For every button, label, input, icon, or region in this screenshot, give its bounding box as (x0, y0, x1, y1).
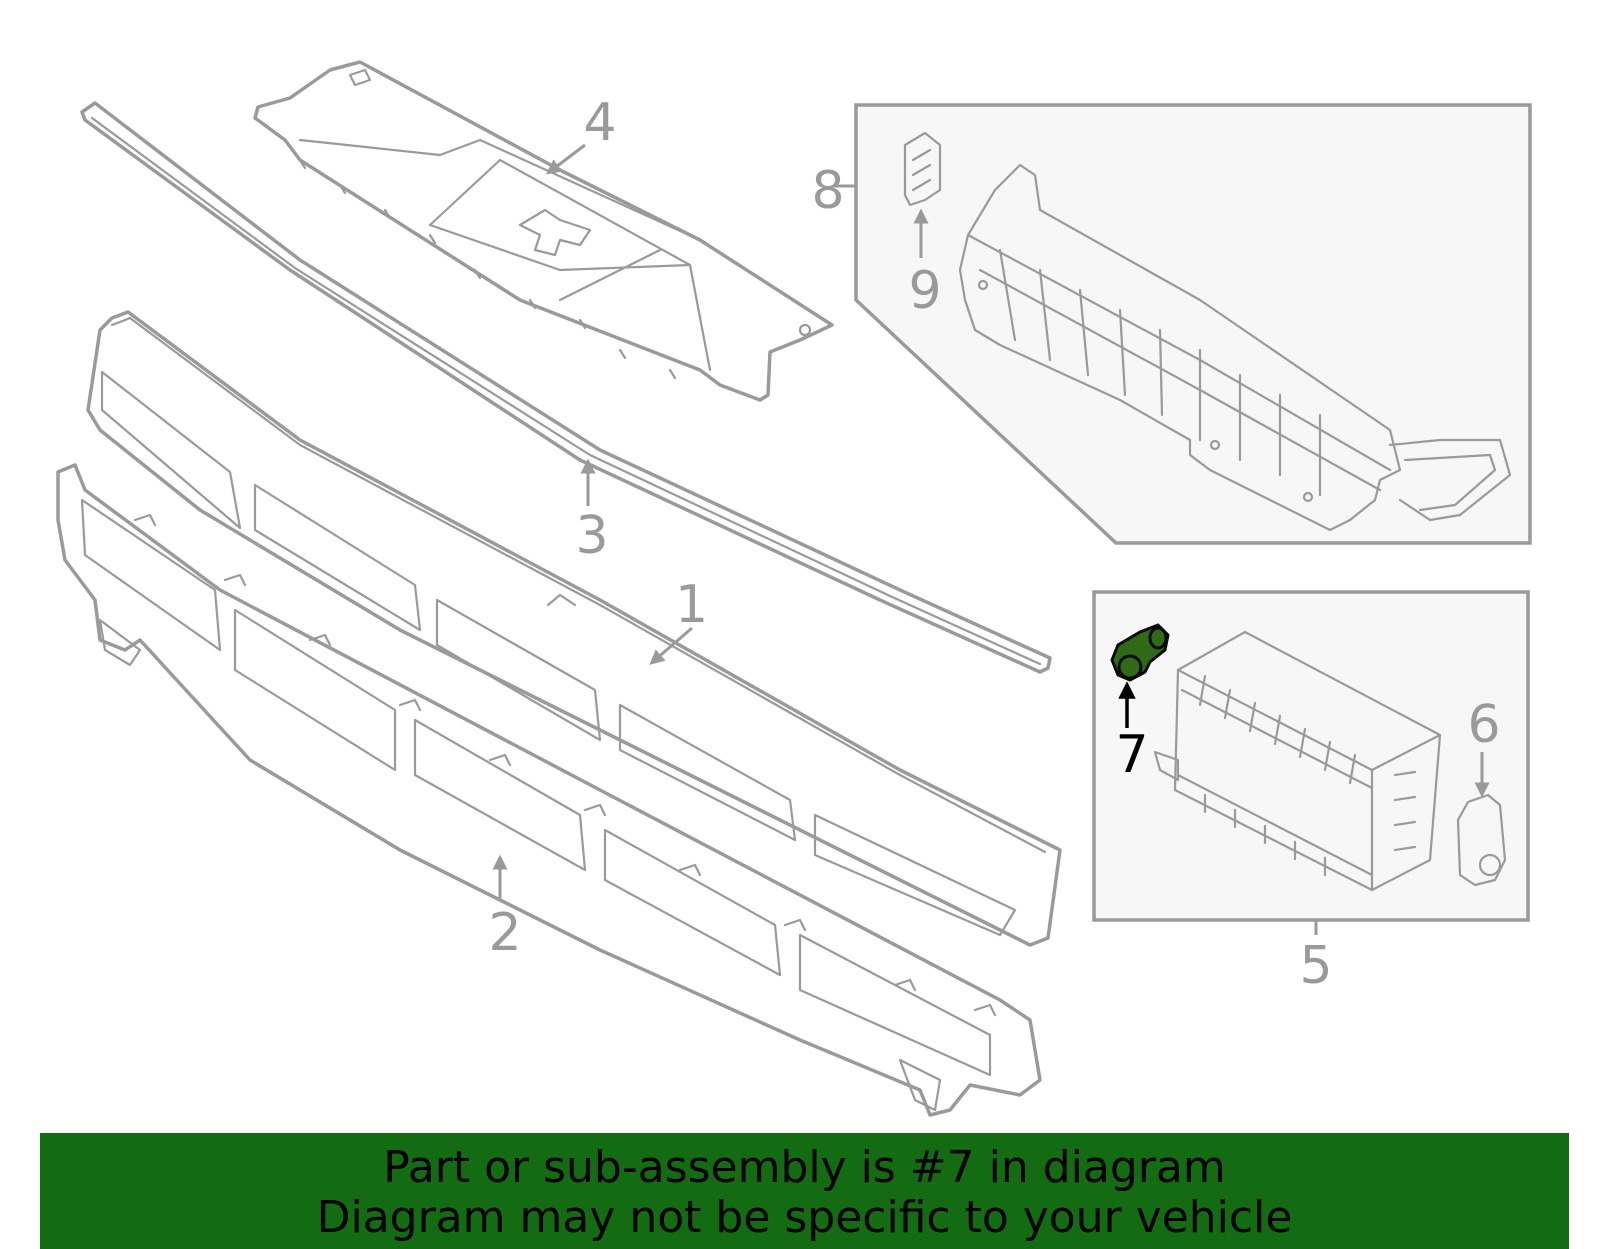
callout-labels: 1 2 3 4 5 6 7 8 9 (488, 93, 1500, 996)
callout-5: 5 (1299, 936, 1332, 996)
callout-9: 9 (908, 261, 941, 321)
callout-3: 3 (575, 506, 608, 566)
info-banner: Part or sub-assembly is #7 in diagram Di… (40, 1133, 1569, 1249)
callout-4: 4 (583, 93, 616, 153)
banner-line-2: Diagram may not be specific to your vehi… (316, 1192, 1293, 1243)
leader-lines (492, 143, 1490, 900)
part-4-upper-cover (253, 60, 834, 402)
part-1-upper-grille (86, 310, 1062, 947)
callout-6: 6 (1467, 695, 1500, 755)
banner-line-1: Part or sub-assembly is #7 in diagram (383, 1142, 1226, 1193)
callout-2: 2 (488, 903, 521, 963)
part-3-trim-strip (80, 101, 1052, 674)
part-2-lower-grille (56, 463, 1042, 1117)
callout-1: 1 (675, 575, 708, 635)
callout-8: 8 (811, 161, 844, 221)
inset-5 (1092, 590, 1530, 935)
callout-7: 7 (1115, 725, 1148, 785)
part-7-sensor-highlight (1110, 623, 1170, 682)
inset-8 (834, 103, 1532, 545)
